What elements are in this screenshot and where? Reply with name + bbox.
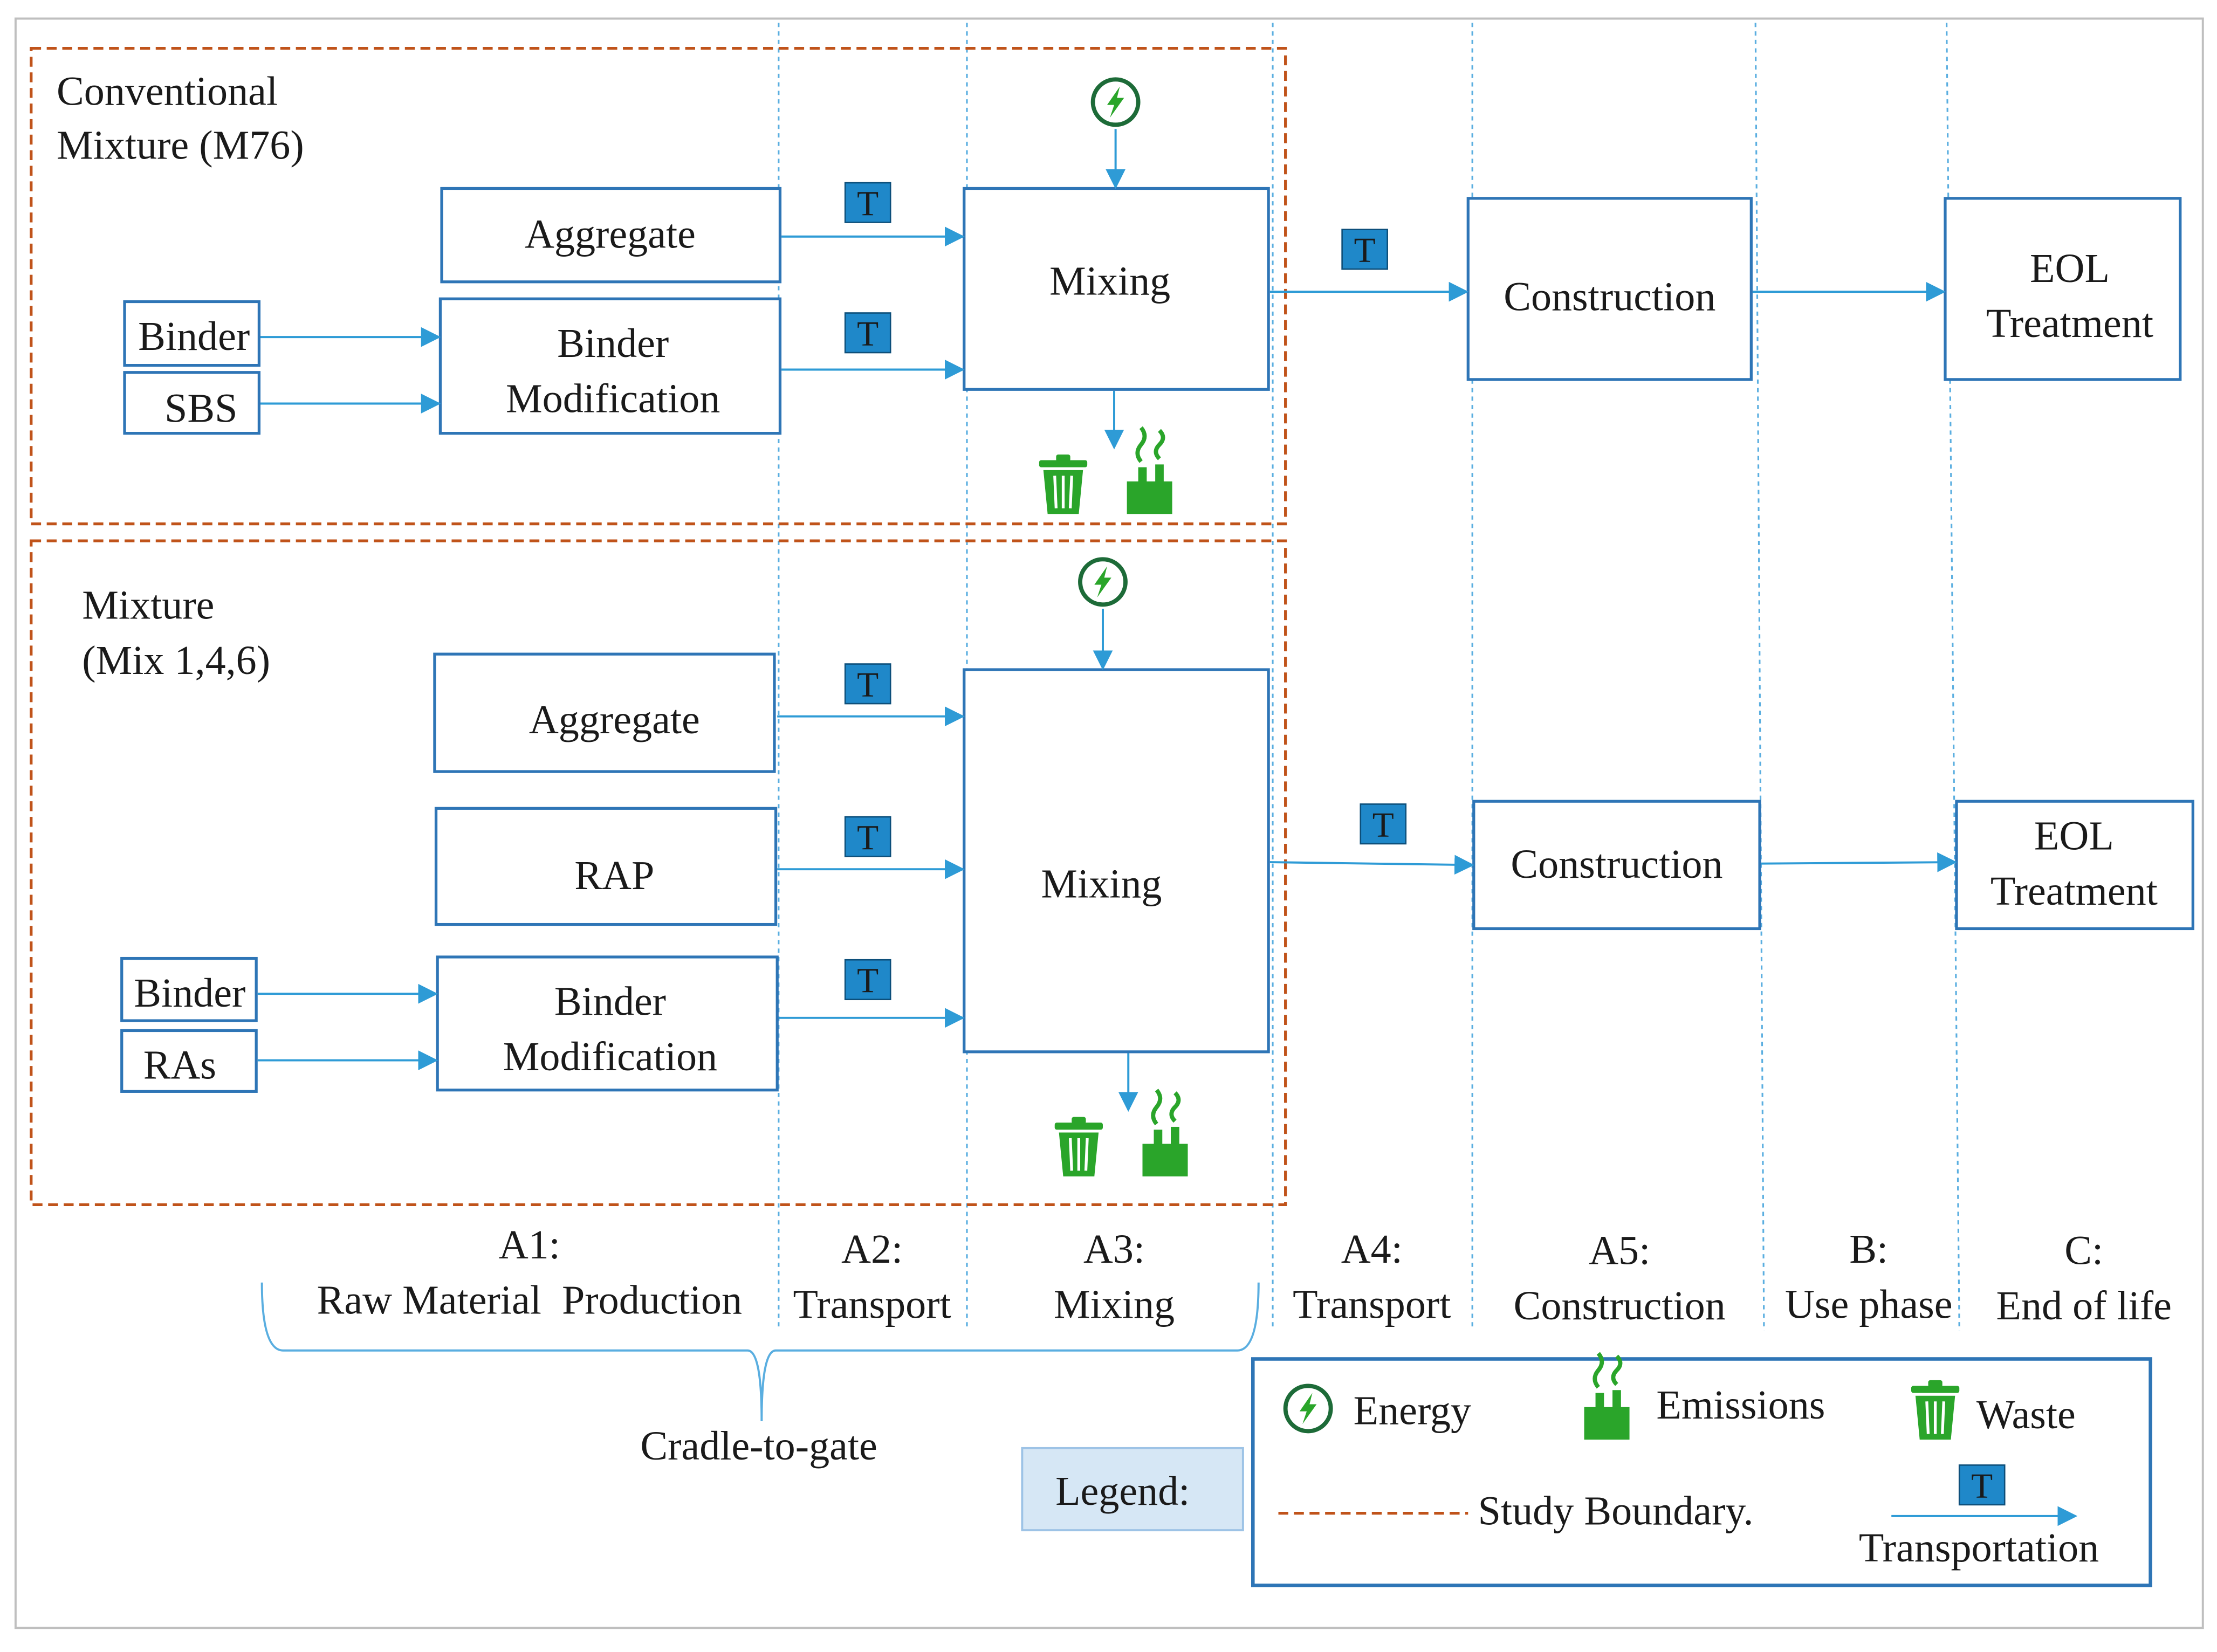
top-mixing-box — [963, 187, 1270, 391]
top-binder-mod-label-line2: Modification — [506, 376, 720, 421]
bottom-eol-label-line2: Treatment — [1991, 869, 2158, 914]
bottom-rap-label: RAP — [574, 853, 654, 898]
bottom-ras-label: RAs — [143, 1043, 216, 1088]
top-mixing-label: Mixing — [1049, 258, 1170, 304]
top-section-title-line1: Conventional — [57, 69, 278, 114]
stage-a5-name: Construction — [1514, 1283, 1726, 1329]
emissions-icon — [1127, 426, 1172, 514]
top-construction-box — [1466, 197, 1753, 381]
top-eol-label-line2: Treatment — [1986, 301, 2153, 346]
bottom-transport-label-2: T — [857, 818, 878, 857]
legend-emissions-label: Emissions — [1656, 1382, 1825, 1428]
stage-dividers — [778, 23, 1960, 1331]
top-construction-label: Construction — [1504, 274, 1715, 319]
bottom-section-title-line2: (Mix 1,4,6) — [82, 638, 270, 683]
stage-c-code: C: — [2064, 1228, 2103, 1274]
waste-icon — [1054, 1117, 1103, 1176]
transport-icon: T — [844, 816, 891, 857]
stage-b-code: B: — [1849, 1227, 1888, 1272]
bottom-mixing-box — [963, 668, 1270, 1054]
bottom-ras-box — [120, 1029, 258, 1093]
bottom-section-title-line1: Mixture — [82, 583, 214, 628]
bottom-construction-box — [1472, 800, 1761, 931]
top-transport-label-3: T — [1354, 231, 1376, 270]
stage-a4-name: Transport — [1293, 1282, 1451, 1327]
stage-c-name: End of life — [1996, 1283, 2171, 1329]
stage-a1-code: A1: — [499, 1222, 560, 1268]
cradle-to-gate-label: Cradle-to-gate — [640, 1423, 877, 1469]
study-boundary-top — [30, 46, 1287, 526]
transport-icon: T — [844, 312, 891, 354]
bottom-eol-treatment-box — [1955, 800, 2194, 931]
bottom-binder-label: Binder — [134, 970, 245, 1016]
legend-title: Legend: — [1055, 1469, 1190, 1514]
bottom-binder-mod-label-line1: Binder — [554, 979, 666, 1024]
emissions-icon — [1584, 1352, 1630, 1440]
stage-a4-code: A4: — [1341, 1227, 1403, 1272]
stage-a3-code: A3: — [1083, 1227, 1145, 1272]
waste-icon — [1911, 1380, 1960, 1440]
top-aggregate-label: Aggregate — [525, 212, 696, 257]
stage-a2-code: A2: — [841, 1227, 903, 1272]
stage-a5-code: A5: — [1589, 1228, 1650, 1274]
divider-a5-b — [1754, 23, 1765, 1331]
top-binder-box — [123, 300, 261, 367]
legend-waste-label: Waste — [1976, 1392, 2076, 1437]
bottom-transport-label-1: T — [857, 666, 878, 705]
bottom-mixing-label: Mixing — [1041, 862, 1162, 907]
bottom-arrow-mixing-construction — [1269, 855, 1474, 875]
bottom-transport-label-3: T — [857, 962, 878, 1001]
legend-boundary-label: Study Boundary. — [1478, 1489, 1754, 1534]
study-boundary-bottom — [30, 539, 1287, 1206]
energy-icon — [1090, 77, 1141, 127]
legend-transportation-label: Transportation — [1859, 1525, 2099, 1571]
top-transport-label-2: T — [857, 315, 878, 354]
top-binder-label: Binder — [138, 314, 250, 359]
top-eol-label-line1: EOL — [2030, 246, 2110, 291]
top-sbs-box — [123, 371, 261, 435]
bottom-rap-box — [434, 807, 778, 926]
transport-icon: T — [844, 959, 891, 1001]
outer-frame — [14, 17, 2204, 1629]
top-transport-label-1: T — [857, 184, 878, 223]
top-binder-modification-box — [438, 297, 782, 435]
stage-a2-name: Transport — [793, 1282, 951, 1327]
bottom-binder-mod-label-line2: Modification — [503, 1034, 717, 1079]
bottom-aggregate-box — [433, 652, 776, 773]
top-binder-mod-label-line1: Binder — [557, 321, 669, 366]
top-sbs-label: SBS — [164, 386, 237, 431]
stage-a3-name: Mixing — [1054, 1282, 1175, 1327]
top-eol-treatment-box — [1944, 197, 2182, 381]
bottom-aggregate-label: Aggregate — [529, 697, 700, 742]
energy-icon — [1283, 1383, 1333, 1434]
bottom-construction-label: Construction — [1511, 842, 1722, 887]
transport-icon: T — [1341, 229, 1388, 270]
transport-icon: T — [844, 663, 891, 705]
transport-icon: T — [1958, 1464, 2006, 1506]
energy-icon — [1078, 557, 1128, 607]
top-aggregate-box — [440, 187, 782, 284]
bottom-transport-label-4: T — [1372, 806, 1394, 845]
top-section-title-line2: Mixture (M76) — [57, 122, 304, 168]
legend-title-box — [1021, 1447, 1244, 1532]
bottom-eol-label-line1: EOL — [2034, 813, 2114, 858]
legend-transport-badge-label: T — [1971, 1467, 1993, 1506]
stage-b-name: Use phase — [1785, 1282, 1953, 1327]
emissions-icon — [1142, 1089, 1188, 1176]
transport-icon: T — [844, 182, 891, 223]
stage-a1-name: Raw Material Production — [317, 1277, 742, 1323]
waste-icon — [1039, 455, 1088, 514]
transport-icon: T — [1360, 803, 1407, 845]
bottom-binder-modification-box — [436, 955, 779, 1092]
legend-energy-label: Energy — [1354, 1388, 1471, 1433]
divider-b-c — [1946, 23, 1960, 1331]
bottom-binder-box — [120, 956, 258, 1022]
bottom-arrow-construction-eol — [1761, 852, 1958, 872]
